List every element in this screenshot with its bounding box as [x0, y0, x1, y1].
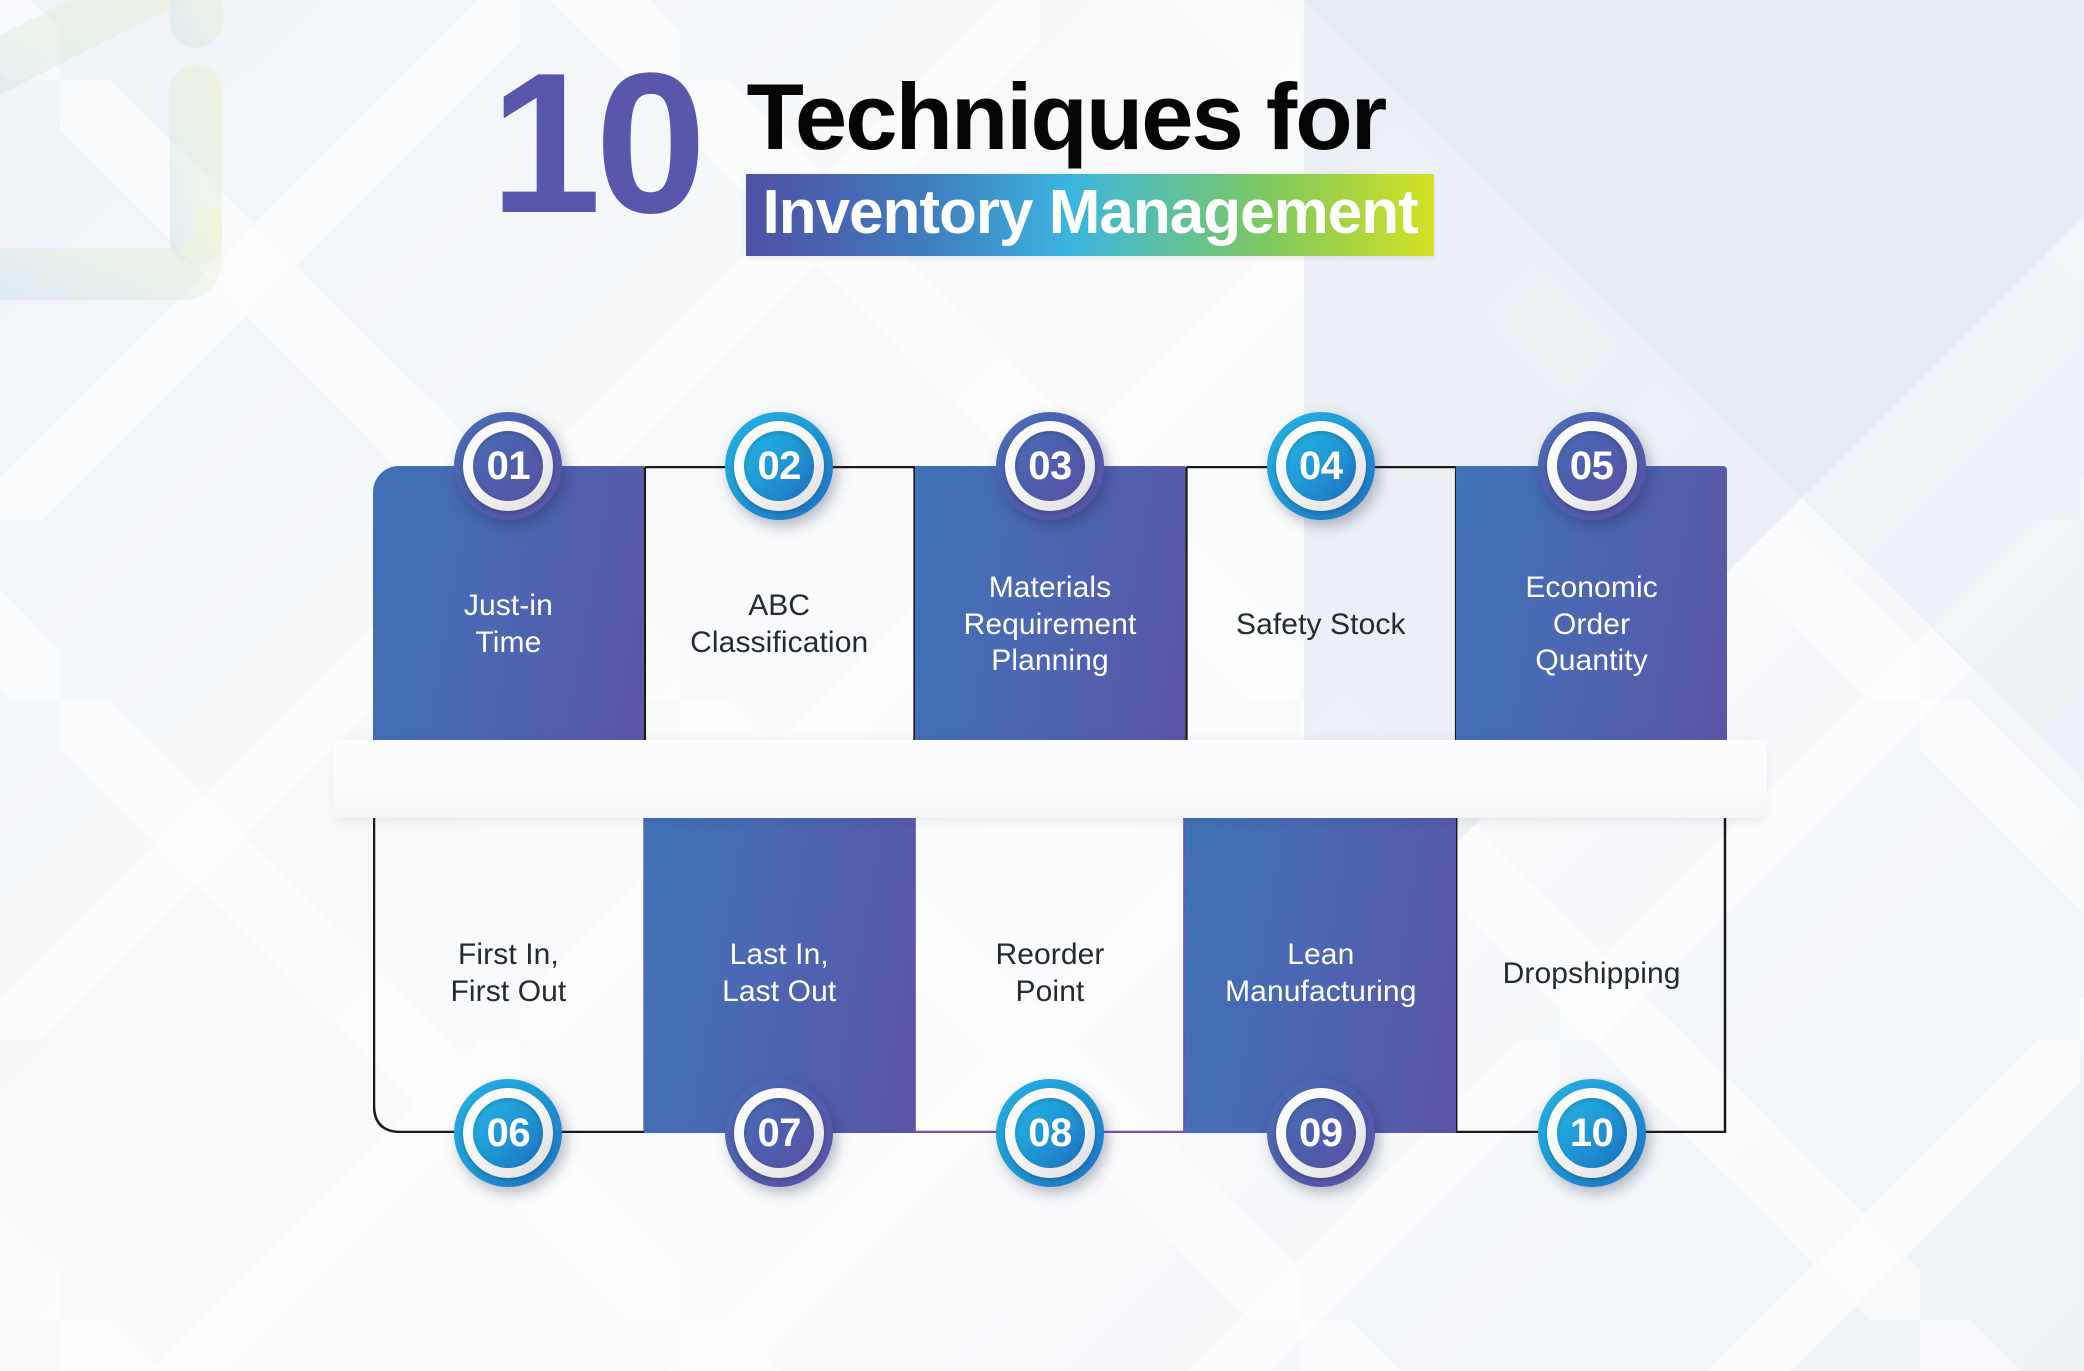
- title-highlight-bar: Inventory Management: [746, 174, 1434, 256]
- technique-card-04[interactable]: Safety Stock 04: [1185, 412, 1456, 784]
- technique-badge-10[interactable]: 10: [1537, 1079, 1646, 1187]
- technique-number-06: 06: [486, 1111, 531, 1155]
- technique-badge-02[interactable]: 02: [725, 412, 834, 520]
- technique-label-01: Just-in Time: [463, 589, 553, 659]
- technique-row-bottom: First In, First Out 06 Last In, Last Out…: [373, 815, 1727, 1187]
- badge-core: 02: [744, 431, 815, 501]
- technique-label-03: Materials Requirement Planning: [963, 571, 1137, 678]
- technique-row-top: Just-in Time 01 ABC Classification 02 Ma…: [373, 412, 1727, 784]
- technique-badge-05[interactable]: 05: [1537, 412, 1646, 520]
- technique-label-05: Economic Order Quantity: [1525, 571, 1658, 678]
- technique-number-01: 01: [486, 444, 531, 488]
- badge-core: 09: [1285, 1098, 1356, 1168]
- technique-number-02: 02: [757, 444, 801, 488]
- technique-number-03: 03: [1028, 444, 1072, 488]
- technique-number-05: 05: [1569, 444, 1614, 488]
- technique-label-10: Dropshipping: [1502, 956, 1681, 990]
- technique-badge-04[interactable]: 04: [1266, 412, 1375, 520]
- technique-badge-06[interactable]: 06: [454, 1079, 563, 1187]
- technique-card-06[interactable]: First In, First Out 06: [373, 815, 644, 1187]
- technique-number-07: 07: [757, 1111, 801, 1155]
- headline-number: 10: [490, 32, 706, 255]
- technique-label-04: Safety Stock: [1235, 607, 1406, 641]
- technique-label-02: ABC Classification: [690, 589, 869, 659]
- technique-badge-01[interactable]: 01: [454, 412, 563, 520]
- badge-core: 08: [1014, 1098, 1085, 1168]
- page-title: Techniques for: [746, 64, 1387, 169]
- badge-core: 01: [473, 431, 544, 501]
- header: 10 Techniques for Inventory Management: [0, 0, 2084, 300]
- technique-number-08: 08: [1028, 1111, 1072, 1155]
- technique-label-09: Lean Manufacturing: [1225, 938, 1417, 1008]
- badge-core: 10: [1556, 1098, 1627, 1168]
- technique-card-10[interactable]: Dropshipping 10: [1456, 815, 1727, 1187]
- technique-badge-08[interactable]: 08: [995, 1079, 1104, 1187]
- technique-label-08: Reorder Point: [995, 938, 1105, 1008]
- title-row: 10 Techniques for Inventory Management: [490, 32, 1434, 256]
- technique-number-10: 10: [1569, 1111, 1614, 1155]
- title-block: Techniques for Inventory Management: [746, 52, 1434, 256]
- technique-number-04: 04: [1299, 444, 1343, 488]
- watermark-logo-icon: [0, 0, 360, 360]
- technique-card-02[interactable]: ABC Classification 02: [644, 412, 915, 784]
- technique-card-05[interactable]: Economic Order Quantity 05: [1456, 412, 1727, 784]
- technique-card-09[interactable]: Lean Manufacturing 09: [1185, 815, 1457, 1187]
- technique-card-08[interactable]: Reorder Point 08: [915, 815, 1186, 1187]
- technique-card-01[interactable]: Just-in Time 01: [373, 412, 644, 784]
- technique-badge-03[interactable]: 03: [995, 412, 1104, 520]
- technique-board: Just-in Time 01 ABC Classification 02 Ma…: [333, 400, 1767, 1190]
- badge-core: 03: [1014, 431, 1085, 501]
- badge-core: 06: [473, 1098, 544, 1168]
- row-separator-band: [333, 740, 1767, 818]
- technique-label-07: Last In, Last Out: [722, 938, 837, 1008]
- technique-number-09: 09: [1299, 1111, 1343, 1155]
- badge-core: 05: [1556, 431, 1627, 501]
- technique-card-07[interactable]: Last In, Last Out 07: [643, 815, 915, 1187]
- page-subtitle: Inventory Management: [762, 178, 1418, 247]
- badge-core: 04: [1285, 431, 1356, 501]
- technique-card-03[interactable]: Materials Requirement Planning 03: [914, 412, 1186, 784]
- technique-badge-09[interactable]: 09: [1266, 1079, 1375, 1187]
- badge-core: 07: [744, 1098, 815, 1168]
- technique-label-06: First In, First Out: [450, 938, 567, 1008]
- technique-badge-07[interactable]: 07: [725, 1079, 834, 1187]
